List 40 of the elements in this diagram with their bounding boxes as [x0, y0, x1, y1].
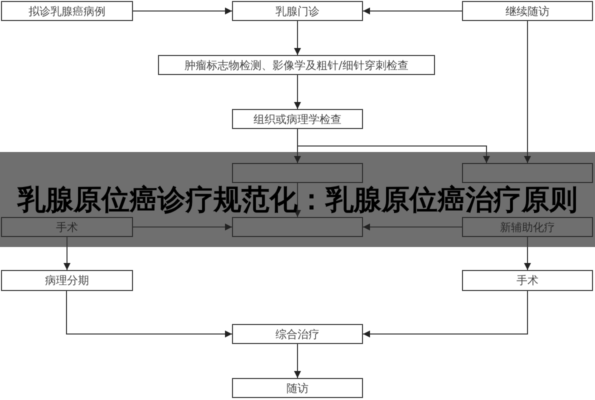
arrow: [132, 224, 232, 230]
box-label: 综合治疗: [276, 328, 320, 340]
arrow: [294, 344, 301, 378]
arrow: [64, 236, 70, 270]
process-box: [232, 163, 363, 183]
process-box: [232, 109, 363, 129]
title-heading: 乳腺原位癌诊疗规范化：乳腺原位癌治疗原则: [18, 184, 578, 214]
arrow: [362, 8, 462, 14]
box-label: 组织或病理学检查: [254, 112, 342, 126]
process-box: [462, 217, 593, 237]
box-label: 病理分期: [45, 274, 89, 287]
process-box: [462, 1, 593, 21]
process-box: [232, 324, 363, 344]
arrow: [524, 20, 531, 164]
arrow: [297, 128, 490, 164]
box-label: 随访: [286, 382, 308, 394]
box-label: 拟诊乳腺癌病例: [28, 4, 106, 18]
arrow: [66, 290, 232, 338]
arrow: [294, 74, 301, 110]
process-box: [462, 163, 593, 183]
arrow: [524, 236, 531, 270]
box-label: 继续随访: [506, 4, 550, 18]
arrow: [294, 20, 301, 56]
arrow: [362, 290, 528, 338]
box-label: 乳腺门诊: [276, 4, 320, 18]
arrow: [362, 224, 462, 230]
box-label: 手术: [516, 274, 538, 287]
process-box: [232, 1, 363, 21]
process-box: [1, 1, 133, 21]
box-label: 手术: [56, 220, 78, 234]
process-box: [462, 270, 593, 291]
arrow: [294, 182, 301, 218]
process-box: [1, 217, 133, 237]
box-label: 肿瘤标志物检测、影像学及粗针/细针穿刺检查: [184, 58, 408, 72]
process-box: [158, 55, 435, 75]
box-label: 新辅助化疗: [500, 220, 555, 234]
process-box: [232, 217, 363, 237]
process-box: [1, 270, 133, 291]
process-box: [232, 378, 363, 398]
arrow: [132, 8, 232, 14]
